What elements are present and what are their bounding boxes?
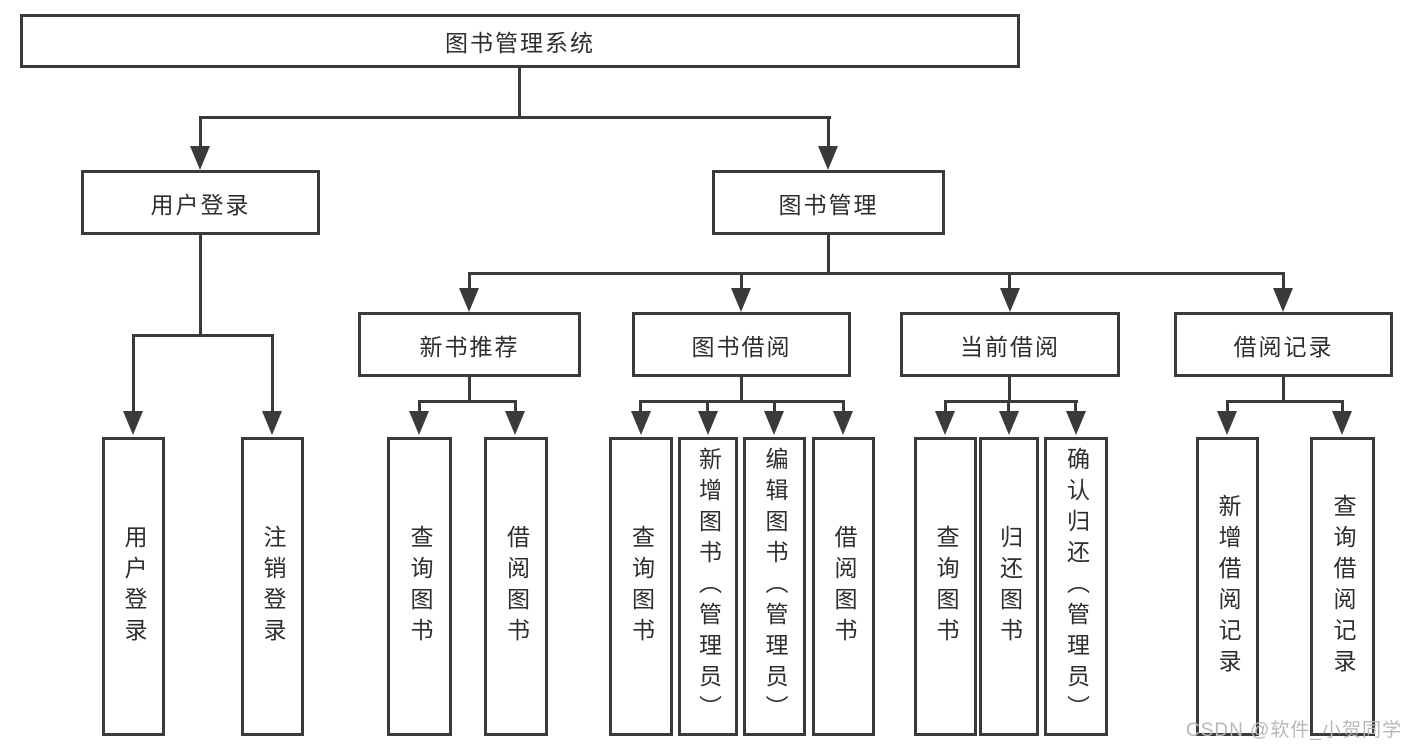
connector-hline	[418, 400, 517, 403]
arrowhead-down-icon	[833, 411, 853, 435]
connector-hline	[199, 116, 831, 119]
connector-vline	[639, 400, 642, 414]
connector-hline	[944, 400, 1078, 403]
connector-vline	[827, 233, 830, 275]
node-leaf-borrow-books-borrow: 借阅图书	[812, 437, 875, 736]
connector-vline	[418, 400, 421, 414]
arrowhead-down-icon	[262, 411, 282, 435]
watermark: CSDN @软件_小贺同学	[1186, 720, 1402, 741]
arrowhead-down-icon	[505, 411, 525, 435]
arrowhead-down-icon	[698, 411, 718, 435]
connector-vline	[944, 400, 947, 414]
leaf-label: 编辑图书（管理员）	[762, 447, 788, 726]
arrowhead-down-icon	[459, 288, 479, 312]
leaf-label: 注销登录	[260, 524, 286, 649]
node-leaf-query-books-borrow: 查询图书	[609, 437, 673, 736]
node-user-login: 用户登录	[81, 170, 320, 235]
connector-hline	[639, 400, 845, 403]
leaf-label: 借阅图书	[503, 524, 530, 649]
node-book-management: 图书管理	[712, 170, 945, 235]
leaf-label: 查询借阅记录	[1330, 493, 1356, 680]
connector-vline	[1341, 400, 1344, 414]
leaf-label: 归还图书	[996, 524, 1023, 649]
node-leaf-query-borrow-record: 查询借阅记录	[1310, 437, 1375, 736]
connector-vline	[468, 377, 471, 403]
connector-vline	[1008, 272, 1011, 290]
arrowhead-down-icon	[731, 288, 751, 312]
leaf-label: 查询图书	[628, 524, 655, 649]
arrowhead-down-icon	[1273, 288, 1293, 312]
arrowhead-down-icon	[764, 411, 784, 435]
connector-vline	[132, 334, 135, 413]
connector-vline	[827, 116, 830, 148]
connector-vline	[199, 233, 202, 337]
node-leaf-return-book: 归还图书	[979, 437, 1039, 736]
connector-vline	[773, 400, 776, 414]
node-book-borrow: 图书借阅	[632, 312, 851, 377]
connector-vline	[271, 334, 274, 413]
connector-hline	[468, 272, 1285, 275]
arrowhead-down-icon	[1217, 411, 1237, 435]
arrowhead-down-icon	[1000, 288, 1020, 312]
node-borrow-records: 借阅记录	[1174, 312, 1393, 377]
connector-vline	[1074, 400, 1077, 414]
arrowhead-down-icon	[818, 146, 838, 170]
node-leaf-logout: 注销登录	[241, 437, 304, 736]
connector-vline	[740, 377, 743, 403]
connector-vline	[1226, 400, 1229, 414]
connector-vline	[199, 116, 202, 148]
leaf-label: 借阅图书	[831, 524, 857, 649]
node-new-book-recommend: 新书推荐	[358, 312, 581, 377]
node-leaf-add-borrow-record: 新增借阅记录	[1196, 437, 1259, 736]
node-current-borrow: 当前借阅	[900, 312, 1120, 377]
connector-vline	[518, 66, 521, 119]
connector-vline	[468, 272, 471, 290]
arrowhead-down-icon	[190, 146, 210, 170]
leaf-label: 确认归还（管理员）	[1063, 447, 1090, 726]
leaf-label: 查询图书	[407, 524, 433, 649]
node-leaf-query-books-current: 查询图书	[914, 437, 977, 736]
connector-vline	[842, 400, 845, 414]
leaf-label: 用户登录	[121, 524, 147, 649]
connector-vline	[1008, 377, 1011, 403]
node-leaf-add-book-admin: 新增图书（管理员）	[678, 437, 738, 736]
arrowhead-down-icon	[631, 411, 651, 435]
node-leaf-edit-book-admin: 编辑图书（管理员）	[743, 437, 806, 736]
leaf-label: 新增图书（管理员）	[695, 447, 722, 726]
leaf-label: 查询图书	[933, 524, 959, 649]
arrowhead-down-icon	[1066, 411, 1086, 435]
node-leaf-confirm-return-admin: 确认归还（管理员）	[1044, 437, 1108, 736]
connector-vline	[1282, 377, 1285, 403]
arrowhead-down-icon	[935, 411, 955, 435]
connector-vline	[1282, 272, 1285, 290]
arrowhead-down-icon	[999, 411, 1019, 435]
arrowhead-down-icon	[1332, 411, 1352, 435]
arrowhead-down-icon	[409, 411, 429, 435]
connector-hline	[1226, 400, 1344, 403]
node-leaf-borrow-books-recommend: 借阅图书	[484, 437, 548, 736]
connector-vline	[1007, 400, 1010, 414]
connector-vline	[706, 400, 709, 414]
node-leaf-user-login: 用户登录	[102, 437, 165, 736]
connector-vline	[740, 272, 743, 290]
node-leaf-query-books-recommend: 查询图书	[387, 437, 452, 736]
leaf-label: 新增借阅记录	[1215, 493, 1241, 680]
connector-hline	[132, 334, 274, 337]
connector-vline	[514, 400, 517, 414]
arrowhead-down-icon	[123, 411, 143, 435]
node-root: 图书管理系统	[20, 14, 1020, 68]
